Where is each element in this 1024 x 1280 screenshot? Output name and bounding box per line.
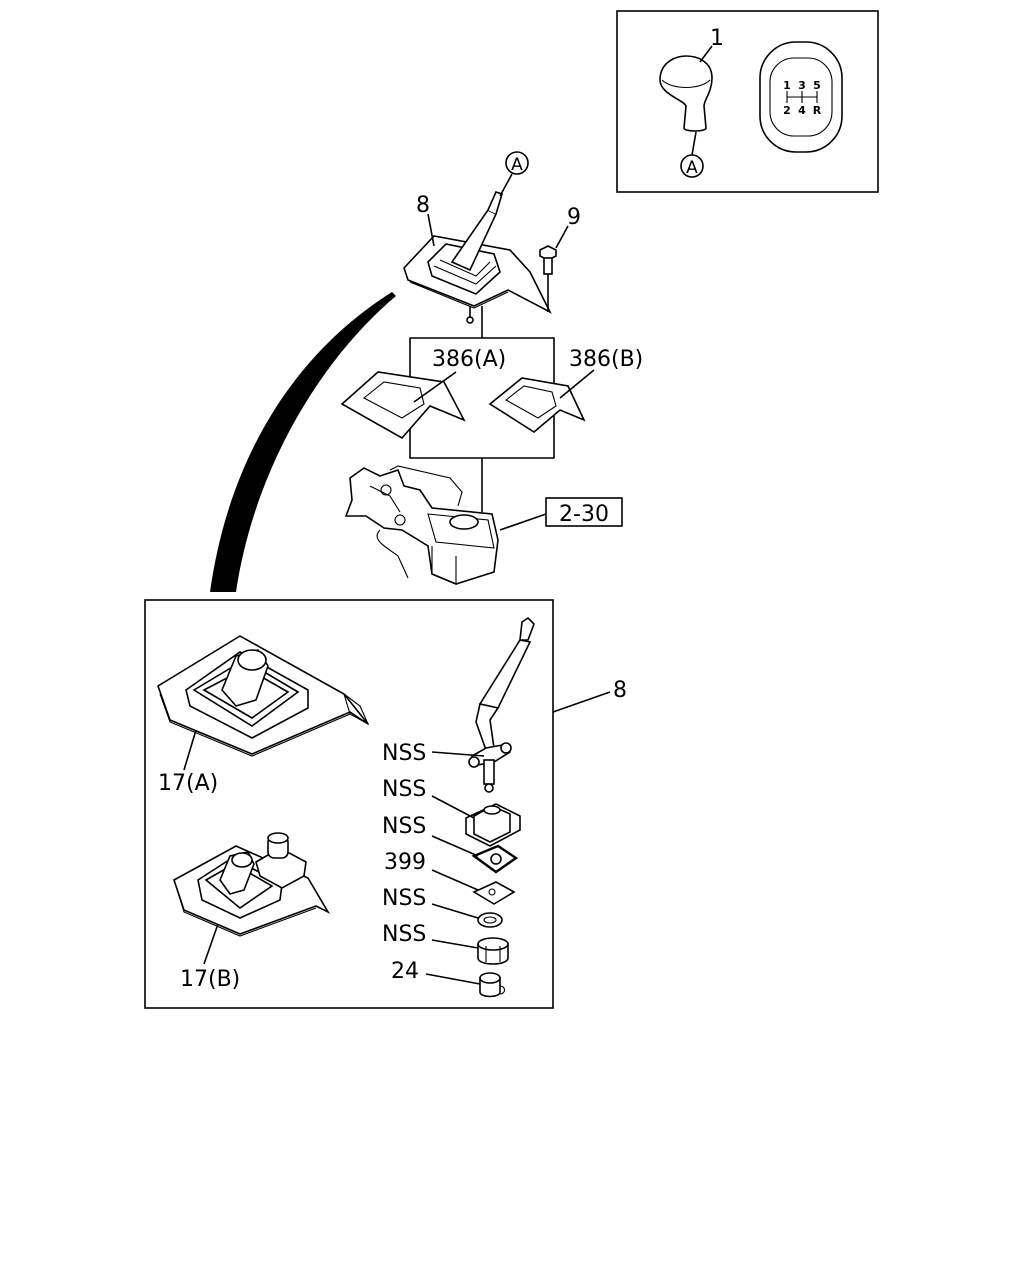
bolt xyxy=(539,245,557,312)
label-nss-4: NSS xyxy=(382,886,426,911)
shift-pattern-r: R xyxy=(813,104,822,117)
leader-nss-2 xyxy=(431,795,475,819)
leader-boot-a xyxy=(183,729,197,771)
boot-17b xyxy=(173,832,331,937)
leader-seal xyxy=(431,869,479,891)
plate-386b xyxy=(488,377,586,433)
leader-boot-b xyxy=(203,923,219,965)
lever-assembly-upper xyxy=(403,173,552,324)
detail-arrow xyxy=(210,292,396,592)
label-transmission-ref: 2-30 xyxy=(559,502,609,527)
label-seal: 399 xyxy=(384,850,426,875)
leader-lever-detail xyxy=(552,691,611,713)
knob-top-view: 1 3 5 2 4 R xyxy=(759,41,843,153)
leader-plate-b xyxy=(559,369,595,399)
bushing xyxy=(479,972,506,998)
leader-nss-5 xyxy=(431,939,479,949)
leader-plate-a xyxy=(413,371,457,403)
label-nss-3: NSS xyxy=(382,814,426,839)
label-ref-a-knob: A xyxy=(686,158,698,178)
shift-pattern-5: 5 xyxy=(813,79,821,92)
shift-pattern-4: 4 xyxy=(798,104,806,117)
label-ref-a-top: A xyxy=(511,155,523,175)
washer xyxy=(477,912,503,928)
leader-bolt xyxy=(555,225,569,249)
lever-socket xyxy=(465,803,521,847)
transmission-housing xyxy=(344,465,499,585)
shift-knob xyxy=(659,55,713,156)
leader-nss-3 xyxy=(431,835,479,857)
leader-lever-top xyxy=(427,213,435,247)
leader-bushing xyxy=(425,973,481,985)
label-lever-detail: 8 xyxy=(613,678,627,703)
label-nss-2: NSS xyxy=(382,777,426,802)
shift-lever-detail xyxy=(468,616,535,793)
transmission-ref-box xyxy=(545,497,623,527)
leader-nss-1 xyxy=(431,751,485,757)
ref-circle-a-knob xyxy=(680,154,704,178)
shift-pattern-3: 3 xyxy=(798,79,806,92)
label-lever-top: 8 xyxy=(416,193,430,218)
label-nss-1: NSS xyxy=(382,741,426,766)
knob-inset-frame xyxy=(616,10,879,193)
seal-plate xyxy=(471,844,519,874)
label-plate-b: 386(B) xyxy=(569,347,643,372)
label-boot-b: 17(B) xyxy=(180,967,240,992)
label-bolt: 9 xyxy=(567,205,581,230)
boot-17a xyxy=(157,635,370,757)
label-bushing: 24 xyxy=(391,959,419,984)
shift-pattern-1: 1 xyxy=(783,79,791,92)
spring-collar xyxy=(477,937,509,965)
label-boot-a: 17(A) xyxy=(158,771,218,796)
ref-circle-a-top xyxy=(505,151,529,175)
shift-pattern-2: 2 xyxy=(783,104,791,117)
leader-transmission xyxy=(499,513,547,531)
leader-nss-4 xyxy=(431,903,479,919)
detail-frame xyxy=(144,599,554,1009)
label-knob: 1 xyxy=(710,26,724,51)
label-nss-5: NSS xyxy=(382,922,426,947)
plate-386a xyxy=(340,371,466,440)
knob-inset: 1 A 1 3 5 2 4 R xyxy=(616,10,879,193)
leader-knob xyxy=(699,45,713,63)
label-plate-a: 386(A) xyxy=(432,347,506,372)
gasket xyxy=(472,881,516,905)
